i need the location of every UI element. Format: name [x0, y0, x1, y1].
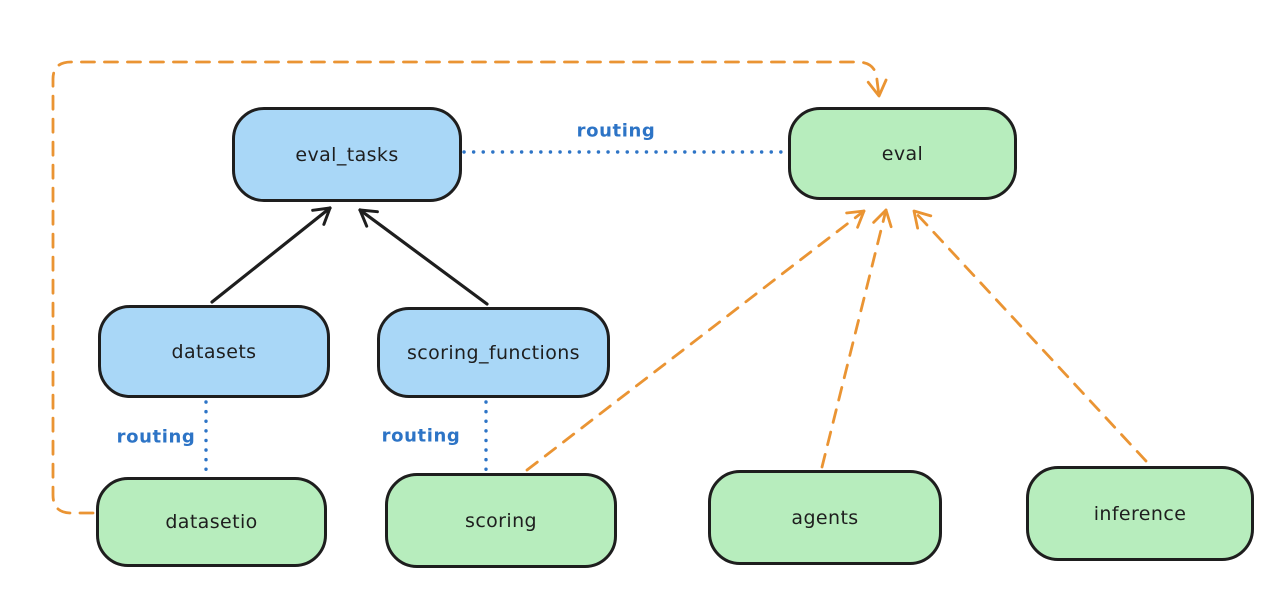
- routing-label-eval-tasks-eval: routing: [576, 120, 656, 142]
- routing-label-scoring-functions-scoring: routing: [381, 425, 461, 447]
- edge-datasets-to-eval-tasks: [210, 206, 332, 304]
- node-datasets-label: datasets: [171, 340, 257, 363]
- node-datasets: datasets: [98, 305, 330, 398]
- routing-label-datasets-datasetio: routing: [116, 426, 196, 448]
- node-agents: agents: [708, 470, 942, 565]
- node-agents-label: agents: [791, 506, 859, 529]
- node-scoring-functions: scoring_functions: [377, 307, 610, 398]
- node-scoring-label: scoring: [465, 509, 537, 532]
- node-inference-label: inference: [1093, 502, 1187, 525]
- node-datasetio: datasetio: [96, 477, 327, 567]
- node-eval-label: eval: [881, 142, 924, 165]
- node-eval-tasks: eval_tasks: [232, 107, 462, 202]
- node-datasetio-label: datasetio: [165, 511, 258, 533]
- node-scoring-functions-label: scoring_functions: [407, 341, 580, 364]
- edge-agents-to-eval: [820, 208, 893, 469]
- node-eval-tasks-label: eval_tasks: [295, 143, 399, 166]
- node-inference: inference: [1026, 466, 1254, 561]
- node-eval: eval: [788, 107, 1017, 200]
- edge-datasetio-to-eval: [51, 60, 888, 515]
- edge-inference-to-eval: [912, 209, 1148, 463]
- edge-scoring-functions-to-eval-tasks: [358, 208, 489, 306]
- node-scoring: scoring: [385, 473, 617, 568]
- edge-scoring-to-eval: [525, 209, 866, 472]
